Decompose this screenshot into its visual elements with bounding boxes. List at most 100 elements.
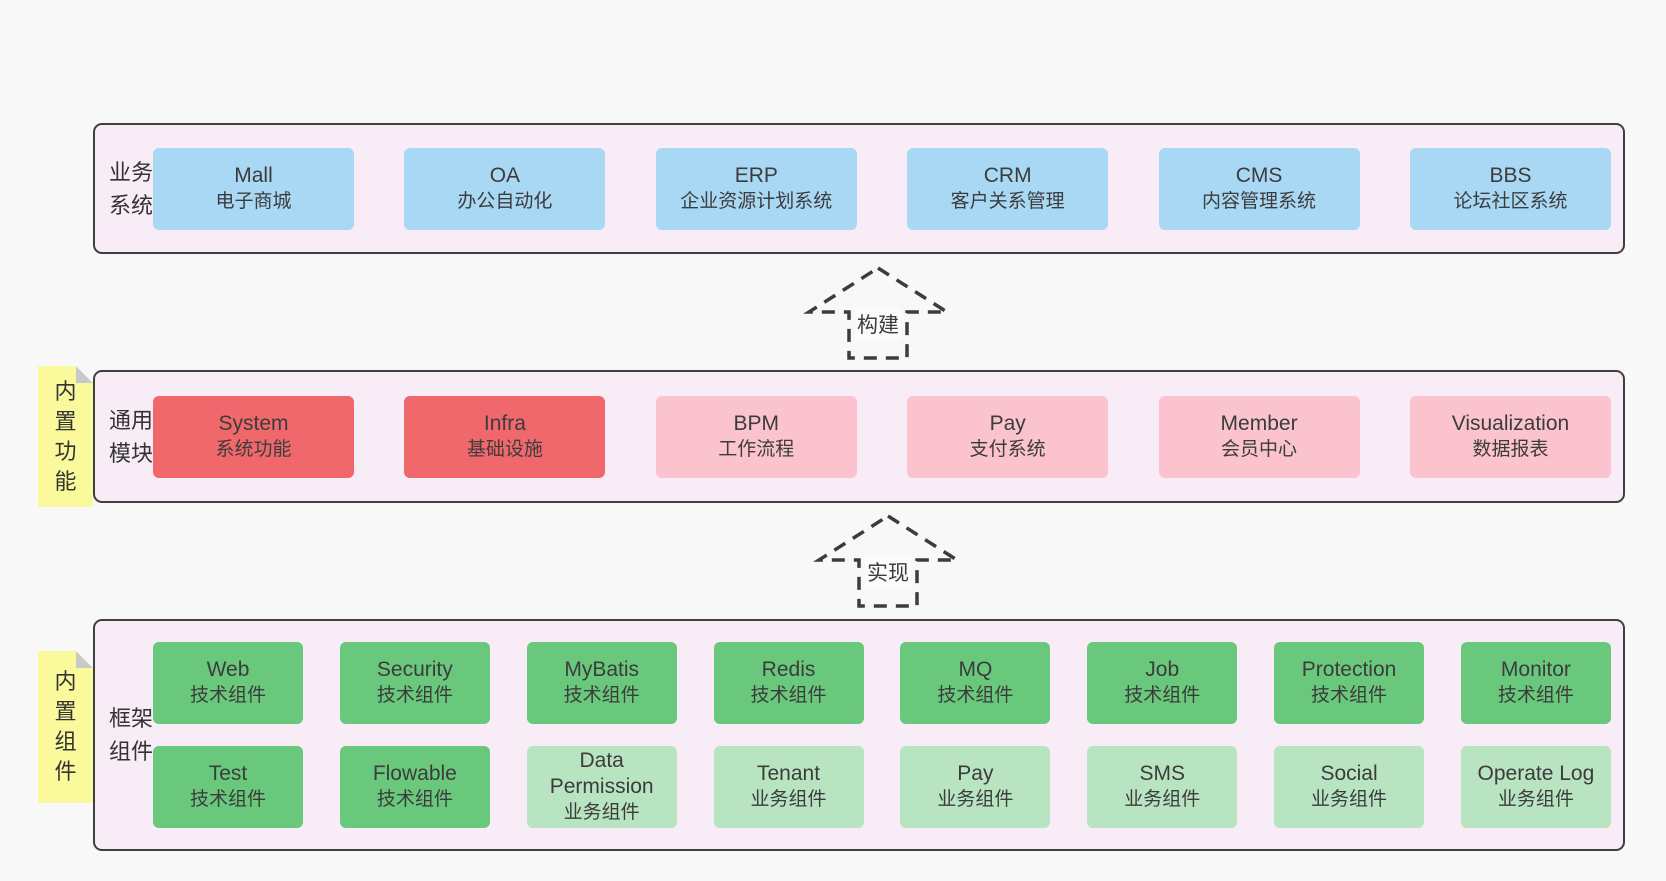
box-desc: 办公自动化 (457, 190, 553, 212)
box-desc: 业务组件 (1311, 789, 1388, 810)
box-cms: CMS 内容管理系统 (1158, 147, 1360, 230)
box-flowable: Flowable 技术组件 (339, 746, 490, 828)
box-data-permission: Data Permission 业务组件 (526, 746, 677, 828)
box-name: Web (206, 658, 250, 681)
box-pay-component: Pay 业务组件 (900, 746, 1051, 828)
box-name: MyBatis (564, 658, 640, 681)
box-name: Member (1220, 411, 1298, 435)
box-visualization: Visualization 数据报表 (1409, 395, 1611, 478)
box-tenant: Tenant 业务组件 (713, 746, 864, 828)
folded-corner-icon (76, 651, 93, 668)
box-name: ERP (734, 163, 778, 187)
box-desc: 技术组件 (376, 789, 453, 810)
box-name: Security (376, 658, 453, 681)
box-web: Web 技术组件 (153, 642, 303, 724)
box-desc: 技术组件 (189, 685, 266, 706)
box-name: Test (208, 762, 248, 785)
box-infra: Infra 基础设施 (404, 395, 606, 478)
up-arrow-icon (803, 265, 953, 360)
panel-common-modules: 通用模块 System 系统功能 Infra 基础设施 BPM 工作流程 Pay… (93, 370, 1625, 503)
box-name: Infra (483, 411, 526, 435)
box-name: Job (1145, 658, 1180, 681)
box-desc: 技术组件 (1311, 685, 1388, 706)
box-name: SMS (1139, 762, 1185, 785)
folded-corner-icon (76, 366, 93, 383)
box-name: Pay (957, 762, 994, 785)
box-desc: 客户关系管理 (950, 190, 1065, 212)
sticky-note-label: 内置组件 (54, 669, 77, 784)
box-name: OA (489, 163, 521, 187)
box-desc: 基础设施 (466, 438, 543, 460)
box-name: Operate Log (1477, 762, 1595, 785)
box-bpm: BPM 工作流程 (655, 395, 857, 478)
box-desc: 技术组件 (563, 685, 640, 706)
box-desc: 会员中心 (1221, 438, 1298, 460)
box-desc: 技术组件 (937, 685, 1014, 706)
box-name: Pay (989, 411, 1026, 435)
box-redis: Redis 技术组件 (713, 642, 864, 724)
box-desc: 技术组件 (189, 789, 266, 810)
box-bbs: BBS 论坛社区系统 (1409, 147, 1611, 230)
box-name: Visualization (1451, 411, 1570, 435)
panel-framework-components: 框架组件 Web 技术组件 Security 技术组件 MyBatis 技术组件… (93, 619, 1625, 851)
box-erp: ERP 企业资源计划系统 (655, 147, 857, 230)
box-desc: 技术组件 (1124, 685, 1201, 706)
box-desc: 业务组件 (563, 802, 640, 823)
arrow-build: 构建 (803, 264, 953, 364)
box-sms: SMS 业务组件 (1087, 746, 1238, 828)
box-member: Member 会员中心 (1158, 395, 1360, 478)
box-desc: 业务组件 (937, 789, 1014, 810)
box-desc: 业务组件 (750, 789, 827, 810)
box-name: Mall (234, 163, 273, 187)
box-desc: 业务组件 (1497, 789, 1574, 810)
box-security: Security 技术组件 (339, 642, 490, 724)
box-crm: CRM 客户关系管理 (907, 147, 1109, 230)
box-desc: 工作流程 (718, 438, 795, 460)
box-oa: OA 办公自动化 (404, 147, 606, 230)
box-desc: 业务组件 (1124, 789, 1201, 810)
box-pay-module: Pay 支付系统 (907, 395, 1109, 478)
box-desc: 技术组件 (376, 685, 453, 706)
box-name: System (218, 411, 289, 435)
box-desc: 内容管理系统 (1202, 190, 1317, 212)
box-desc: 技术组件 (1497, 685, 1574, 706)
box-mybatis: MyBatis 技术组件 (526, 642, 677, 724)
box-operate-log: Operate Log 业务组件 (1460, 746, 1611, 828)
box-name: Protection (1301, 658, 1397, 681)
box-name: CRM (983, 163, 1032, 187)
box-system: System 系统功能 (153, 395, 354, 478)
box-protection: Protection 技术组件 (1274, 642, 1425, 724)
box-monitor: Monitor 技术组件 (1460, 642, 1611, 724)
box-desc: 支付系统 (969, 438, 1046, 460)
panel-title-business-systems: 业务系统 (109, 159, 154, 218)
box-test: Test 技术组件 (153, 746, 303, 828)
sticky-note-label: 内置功能 (54, 378, 77, 494)
box-mq: MQ 技术组件 (900, 642, 1051, 724)
box-name: Monitor (1500, 658, 1571, 681)
panel-title-framework-components: 框架组件 (109, 706, 154, 764)
arrow-implement: 实现 (813, 512, 963, 612)
box-name: MQ (958, 658, 993, 681)
panel-business-systems: 业务系统 Mall 电子商城 OA 办公自动化 ERP 企业资源计划系统 CRM… (93, 123, 1625, 254)
box-name: BBS (1489, 163, 1532, 187)
box-job: Job 技术组件 (1087, 642, 1238, 724)
arrow-label-build: 构建 (855, 308, 901, 340)
box-desc: 数据报表 (1472, 438, 1549, 460)
box-desc: 技术组件 (750, 685, 827, 706)
arrow-label-implement: 实现 (865, 556, 911, 588)
box-desc: 系统功能 (215, 438, 292, 460)
up-arrow-icon (813, 513, 963, 608)
box-desc: 电子商城 (215, 190, 292, 212)
box-name: BPM (733, 411, 780, 435)
box-name: Social (1320, 762, 1378, 785)
panel-title-common-modules: 通用模块 (109, 407, 154, 466)
box-name: Tenant (757, 762, 821, 785)
box-social: Social 业务组件 (1274, 746, 1425, 828)
box-name: Redis (761, 658, 816, 681)
box-name: CMS (1235, 163, 1283, 187)
box-desc: 论坛社区系统 (1453, 190, 1568, 212)
sticky-note-builtin-features: 内置功能 (38, 366, 93, 507)
sticky-note-builtin-components: 内置组件 (38, 651, 93, 803)
box-desc: 企业资源计划系统 (680, 190, 833, 212)
